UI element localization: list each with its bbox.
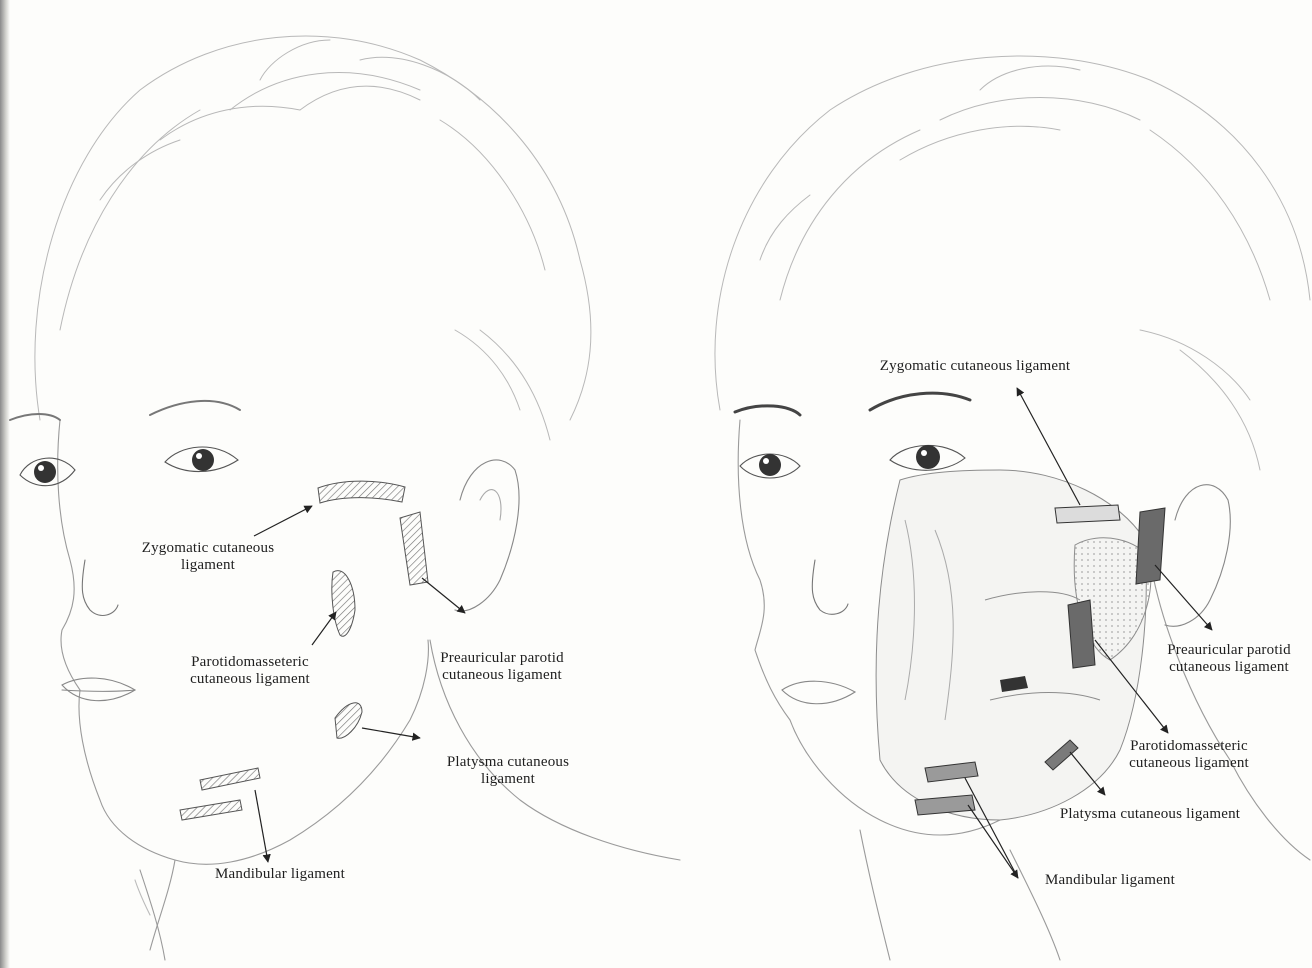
left-label-parotidomasseteric: Parotidomasseteric cutaneous ligament xyxy=(160,654,340,688)
left-mandibular-mark-2 xyxy=(180,800,242,820)
right-hair xyxy=(715,56,1310,470)
left-label-platysma: Platysma cutaneous ligament xyxy=(418,754,598,788)
right-parotidomasseteric-block xyxy=(1068,600,1095,668)
right-label-platysma: Platysma cutaneous ligament xyxy=(1030,806,1270,823)
left-platysma-mark xyxy=(335,703,362,738)
left-label-zygomatic: Zygomatic cutaneous ligament xyxy=(118,540,298,574)
left-mandibular-mark-1 xyxy=(200,768,260,790)
right-label-zygomatic: Zygomatic cutaneous ligament xyxy=(850,358,1100,375)
left-zygomatic-mark xyxy=(318,481,405,503)
left-hair xyxy=(35,36,591,440)
right-label-preauricular: Preauricular parotid cutaneous ligament xyxy=(1146,642,1312,676)
left-preauricular-mark xyxy=(400,512,428,585)
right-zygomatic-block xyxy=(1055,505,1120,523)
left-parotidomasseteric-mark xyxy=(332,571,355,637)
left-label-preauricular: Preauricular parotid cutaneous ligament xyxy=(412,650,592,684)
right-label-parotidomasseteric: Parotidomasseteric cutaneous ligament xyxy=(1104,738,1274,772)
left-label-mandibular: Mandibular ligament xyxy=(190,866,370,883)
right-label-mandibular: Mandibular ligament xyxy=(1020,872,1200,889)
left-ligament-marks xyxy=(180,481,428,820)
right-preauricular-block xyxy=(1136,508,1165,584)
